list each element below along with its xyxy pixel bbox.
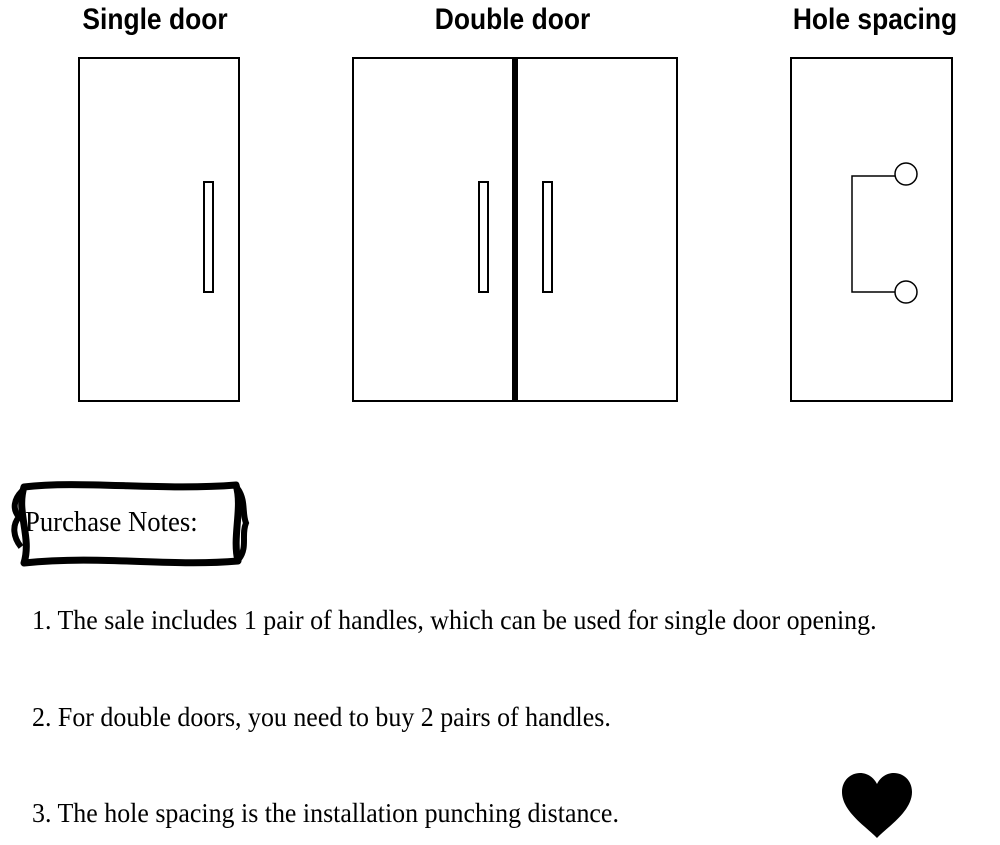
double-door-right-panel xyxy=(512,57,678,402)
double-door-left-panel xyxy=(352,57,517,402)
double-door-left-handle xyxy=(478,181,489,293)
purchase-note-2: 2. For double doors, you need to buy 2 p… xyxy=(32,702,611,732)
purchase-notes-frame xyxy=(11,481,250,567)
heart-icon xyxy=(842,773,912,838)
single-door-heading: Single door xyxy=(82,3,228,36)
double-door-heading: Double door xyxy=(434,3,591,36)
hole-spacing-heading: Hole spacing xyxy=(792,3,958,36)
single-door-diagram xyxy=(78,57,240,402)
purchase-notes-title: Purchase Notes: xyxy=(25,506,198,538)
hole-spacing-diagram xyxy=(790,57,953,402)
purchase-note-1: 1. The sale includes 1 pair of handles, … xyxy=(32,605,877,635)
single-door-handle xyxy=(203,181,214,293)
double-door-right-handle xyxy=(542,181,553,293)
bottom-hole-circle xyxy=(894,280,918,304)
purchase-note-3: 3. The hole spacing is the installation … xyxy=(32,798,619,828)
top-hole-circle xyxy=(894,162,918,186)
hole-spacing-bracket xyxy=(851,162,918,304)
hole-spacing-line xyxy=(851,175,896,293)
